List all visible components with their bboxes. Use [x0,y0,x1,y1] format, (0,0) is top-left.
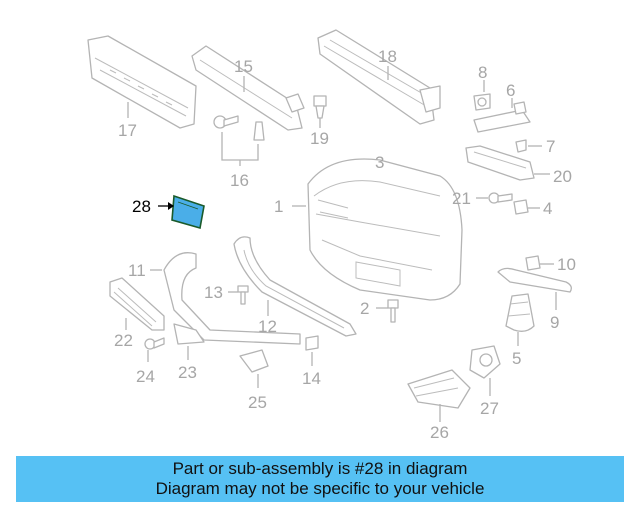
part-20-side-bracket [465,145,550,181]
label-part-1: 1 [274,197,283,216]
part-4-clip [513,199,540,215]
part-23-bracket [173,323,205,360]
label-part-19: 19 [310,129,329,148]
label-part-12: 12 [258,317,277,336]
part-16-fasteners [213,115,265,166]
label-part-17: 17 [118,121,137,140]
part-19-clip [313,95,327,128]
label-part-28: 28 [132,197,151,216]
info-banner: Part or sub-assembly is #28 in diagram D… [16,456,624,502]
label-part-9: 9 [550,313,559,332]
label-part-23: 23 [178,363,197,382]
label-part-24: 24 [136,367,155,386]
part-13-bolt [228,285,249,305]
part-28-license-bracket [158,194,205,230]
part-7-screw [515,139,542,153]
label-part-10: 10 [557,255,576,274]
part-2-bolt [376,299,399,323]
part-25-bracket [239,349,269,388]
part-1-bumper-cover [292,158,463,301]
label-part-7: 7 [546,137,555,156]
label-part-21: 21 [452,189,471,208]
part-15-bracket [191,45,305,131]
label-part-25: 25 [248,393,267,412]
label-part-4: 4 [543,199,552,218]
part-9-trim-strip [497,267,572,310]
part-8-clip [473,80,491,111]
banner-line-2: Diagram may not be specific to your vehi… [155,479,485,498]
parts-diagram: 1 2 3 4 5 6 7 8 9 10 11 12 13 14 15 16 1… [87,29,576,442]
part-12-lower-molding [233,236,357,337]
label-part-3: 3 [375,153,384,172]
label-part-8: 8 [478,63,487,82]
label-part-15: 15 [234,57,253,76]
label-part-26: 26 [430,423,449,442]
label-part-20: 20 [553,167,572,186]
part-10-clip [525,255,554,271]
label-part-27: 27 [480,399,499,418]
label-part-14: 14 [302,369,321,388]
part-5-bag [505,293,535,346]
label-part-6: 6 [506,81,515,100]
part-6-bracket [473,98,531,133]
label-part-11: 11 [128,261,146,280]
label-part-13: 13 [204,283,223,302]
label-part-16: 16 [230,171,249,190]
part-14-clip [305,335,319,366]
part-18-reinforcement [317,29,441,125]
label-part-5: 5 [512,349,521,368]
part-17-energy-absorber [87,35,197,129]
label-part-2: 2 [360,299,369,318]
part-26-duct [407,369,471,422]
label-part-18: 18 [378,47,397,66]
part-24-screw [144,337,165,362]
part-27-fog-housing [469,345,501,396]
part-21-screw [476,192,513,204]
banner-line-1: Part or sub-assembly is #28 in diagram [172,459,468,478]
part-22-grille [109,277,165,331]
part-11-cover-strip [150,252,301,345]
label-part-22: 22 [114,331,133,350]
